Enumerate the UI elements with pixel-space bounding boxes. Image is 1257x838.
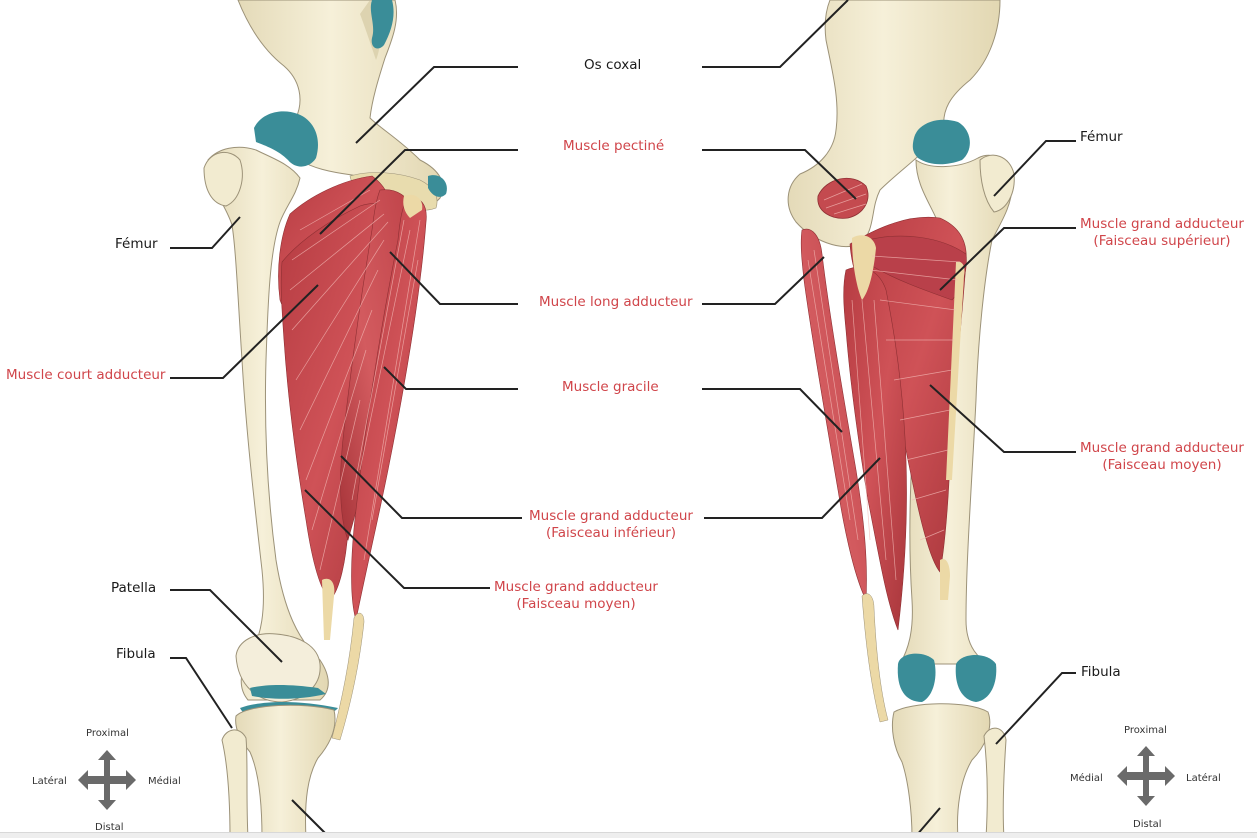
compass-posterior-lateral: Latéral (1186, 773, 1221, 784)
femur-head-cartilage (254, 111, 318, 167)
leader-muscle-pectine-posterior (702, 149, 857, 200)
label-muscle-pectine: Muscle pectiné (563, 138, 665, 154)
posterior-view-illustration (787, 0, 1015, 838)
compass-anterior-distal: Distal (95, 822, 124, 833)
leader-muscle-pectine-anterior (319, 149, 518, 235)
compass-anterior (78, 750, 136, 810)
label-femur-posterior: Fémur (1080, 129, 1123, 145)
leader-tibia-posterior (915, 807, 941, 837)
compass-posterior-arrows (1117, 746, 1175, 806)
knee-cartilage-upper (250, 685, 326, 699)
label-femur-anterior: Fémur (115, 236, 158, 252)
label-grand-adducteur-moyen-posterior-line2: (Faisceau moyen) (1102, 457, 1222, 473)
posterior-linea-aspera-tendon (946, 261, 965, 480)
label-grand-adducteur-inferieur-line1: Muscle grand adducteur (529, 508, 693, 524)
leader-femur-posterior (993, 140, 1076, 197)
anterior-magnus-tendon (322, 578, 335, 640)
label-grand-adducteur-superieur-line1: Muscle grand adducteur (1080, 216, 1244, 232)
posterior-middle-muscle (843, 266, 907, 631)
obturator-foramen (817, 177, 869, 219)
posterior-gracilis-tendon (861, 593, 889, 723)
compass-posterior (1117, 746, 1175, 806)
leader-grand-adducteur-moyen-anterior (304, 489, 490, 589)
leader-femur-anterior (170, 216, 241, 249)
leader-grand-adducteur-moyen-posterior (929, 384, 1076, 453)
leader-fibula-anterior (170, 657, 233, 729)
compass-posterior-distal: Distal (1133, 819, 1162, 830)
compass-posterior-medial: Médial (1070, 773, 1103, 784)
label-grand-adducteur-inferieur: Muscle grand adducteur (Faisceau inférie… (525, 508, 697, 542)
anterior-gracilis-tendon (331, 612, 365, 741)
label-muscle-gracile: Muscle gracile (562, 379, 659, 395)
posterior-condyle-cartilage-medial (897, 653, 936, 702)
posterior-muscle-fibers (807, 249, 961, 581)
label-patella: Patella (111, 580, 157, 596)
label-muscle-long-adducteur: Muscle long adducteur (539, 294, 693, 310)
leader-muscle-gracile-anterior (383, 366, 518, 390)
label-grand-adducteur-moyen-anterior-line2: (Faisceau moyen) (516, 596, 636, 612)
leader-grand-adducteur-superieur (939, 227, 1076, 291)
compass-anterior-lateral: Latéral (32, 776, 67, 787)
label-grand-adducteur-superieur-line2: (Faisceau supérieur) (1093, 233, 1231, 249)
posterior-condyle-cartilage-lateral (955, 655, 997, 702)
leader-patella (170, 589, 283, 663)
anterior-longus-tendon (403, 194, 423, 218)
bottom-edge-bar (0, 832, 1257, 838)
posterior-fibula-bone (983, 727, 1007, 838)
leader-muscle-court-adducteur (170, 284, 319, 379)
leader-lines (170, 0, 1076, 837)
pubis-cartilage (428, 175, 447, 197)
posterior-greater-trochanter (979, 154, 1015, 213)
label-grand-adducteur-inferieur-line2: (Faisceau inférieur) (545, 525, 677, 541)
posterior-femur-head-cartilage (912, 119, 970, 165)
tibia-bone (235, 704, 336, 838)
leader-muscle-long-adducteur-anterior (389, 251, 518, 305)
label-muscle-court-adducteur: Muscle court adducteur (6, 367, 166, 383)
label-grand-adducteur-moyen-posterior-line1: Muscle grand adducteur (1080, 440, 1244, 456)
leader-grand-adducteur-inferieur (340, 455, 522, 519)
leader-fibula-posterior (995, 672, 1076, 745)
os-coxal-cartilage (370, 0, 394, 49)
leader-os-coxal-anterior (355, 66, 518, 144)
leader-os-coxal-posterior (702, 0, 849, 68)
label-fibula-anterior: Fibula (116, 646, 156, 662)
label-fibula-posterior: Fibula (1081, 664, 1121, 680)
leader-grand-adducteur-inferieur-posterior (704, 457, 881, 519)
posterior-origin-tendon (852, 235, 876, 300)
posterior-magnus-tendon (940, 558, 950, 600)
femur-greater-trochanter (203, 152, 243, 207)
anterior-muscle-fibers (289, 189, 421, 571)
anterior-view-illustration (203, 0, 447, 838)
posterior-tibia-bone (891, 703, 991, 838)
compass-anterior-arrows (78, 750, 136, 810)
leader-muscle-long-adducteur-posterior (702, 256, 825, 305)
fibula-bone (221, 729, 249, 838)
label-os-coxal: Os coxal (584, 57, 642, 73)
compass-anterior-proximal: Proximal (86, 728, 129, 739)
label-grand-adducteur-superieur: Muscle grand adducteur (Faisceau supérie… (1076, 216, 1248, 250)
compass-anterior-medial: Médial (148, 776, 181, 787)
label-grand-adducteur-moyen-anterior-line1: Muscle grand adducteur (494, 579, 658, 595)
label-grand-adducteur-moyen-anterior: Muscle grand adducteur (Faisceau moyen) (490, 579, 662, 613)
leader-muscle-gracile-posterior (702, 388, 843, 433)
label-grand-adducteur-moyen-posterior: Muscle grand adducteur (Faisceau moyen) (1076, 440, 1248, 474)
compass-posterior-proximal: Proximal (1124, 725, 1167, 736)
leader-tibia-anterior (291, 799, 327, 835)
